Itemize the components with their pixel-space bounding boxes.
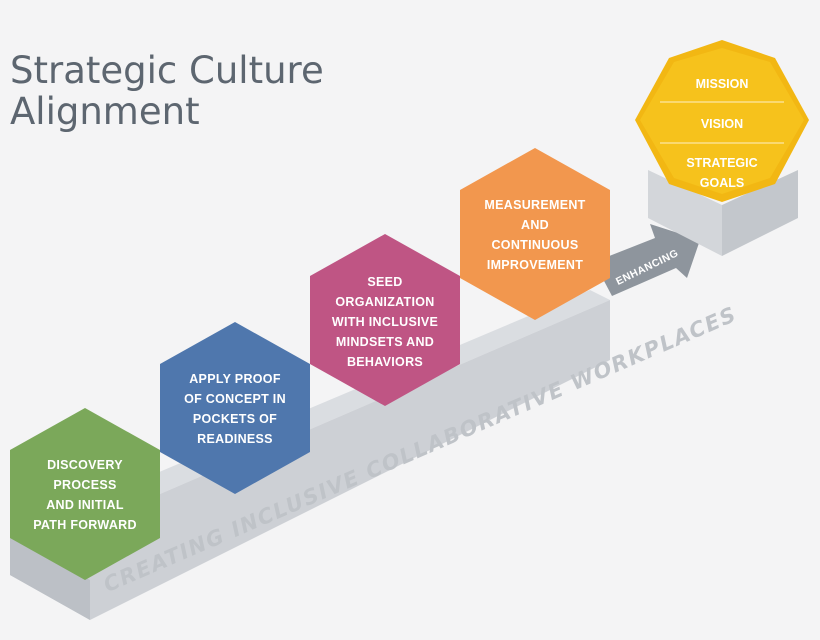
step-label-seed-organization: SEED ORGANIZATION WITH INCLUSIVE MINDSET… — [331, 275, 439, 369]
goal-label-strategic-goals: STRATEGIC GOALS — [686, 156, 758, 190]
ramp-side-face — [10, 535, 90, 620]
goal-block-left — [648, 170, 722, 256]
goal-seal-front — [640, 48, 804, 194]
title-line-2: Alignment — [10, 90, 200, 133]
step-label-discovery: DISCOVERY PROCESS AND INITIAL PATH FORWA… — [33, 458, 137, 532]
ramp-front-face — [10, 300, 610, 620]
page-title: Strategic Culture Alignment — [10, 50, 324, 132]
step-hexagon-2 — [160, 322, 310, 494]
goal-label-vision: VISION — [700, 117, 744, 131]
enhancing-arrow — [594, 224, 700, 296]
goal-block-right — [722, 170, 798, 256]
step-hexagon-1 — [10, 408, 160, 580]
step-label-measurement: MEASUREMENT AND CONTINUOUS IMPROVEMENT — [484, 198, 586, 272]
step-hexagon-3 — [310, 234, 460, 406]
goal-label-mission: MISSION — [695, 77, 749, 91]
step-hexagon-4 — [460, 148, 610, 320]
step-label-apply-proof: APPLY PROOF OF CONCEPT IN POCKETS OF REA… — [184, 372, 286, 446]
title-line-1: Strategic Culture — [10, 49, 324, 92]
